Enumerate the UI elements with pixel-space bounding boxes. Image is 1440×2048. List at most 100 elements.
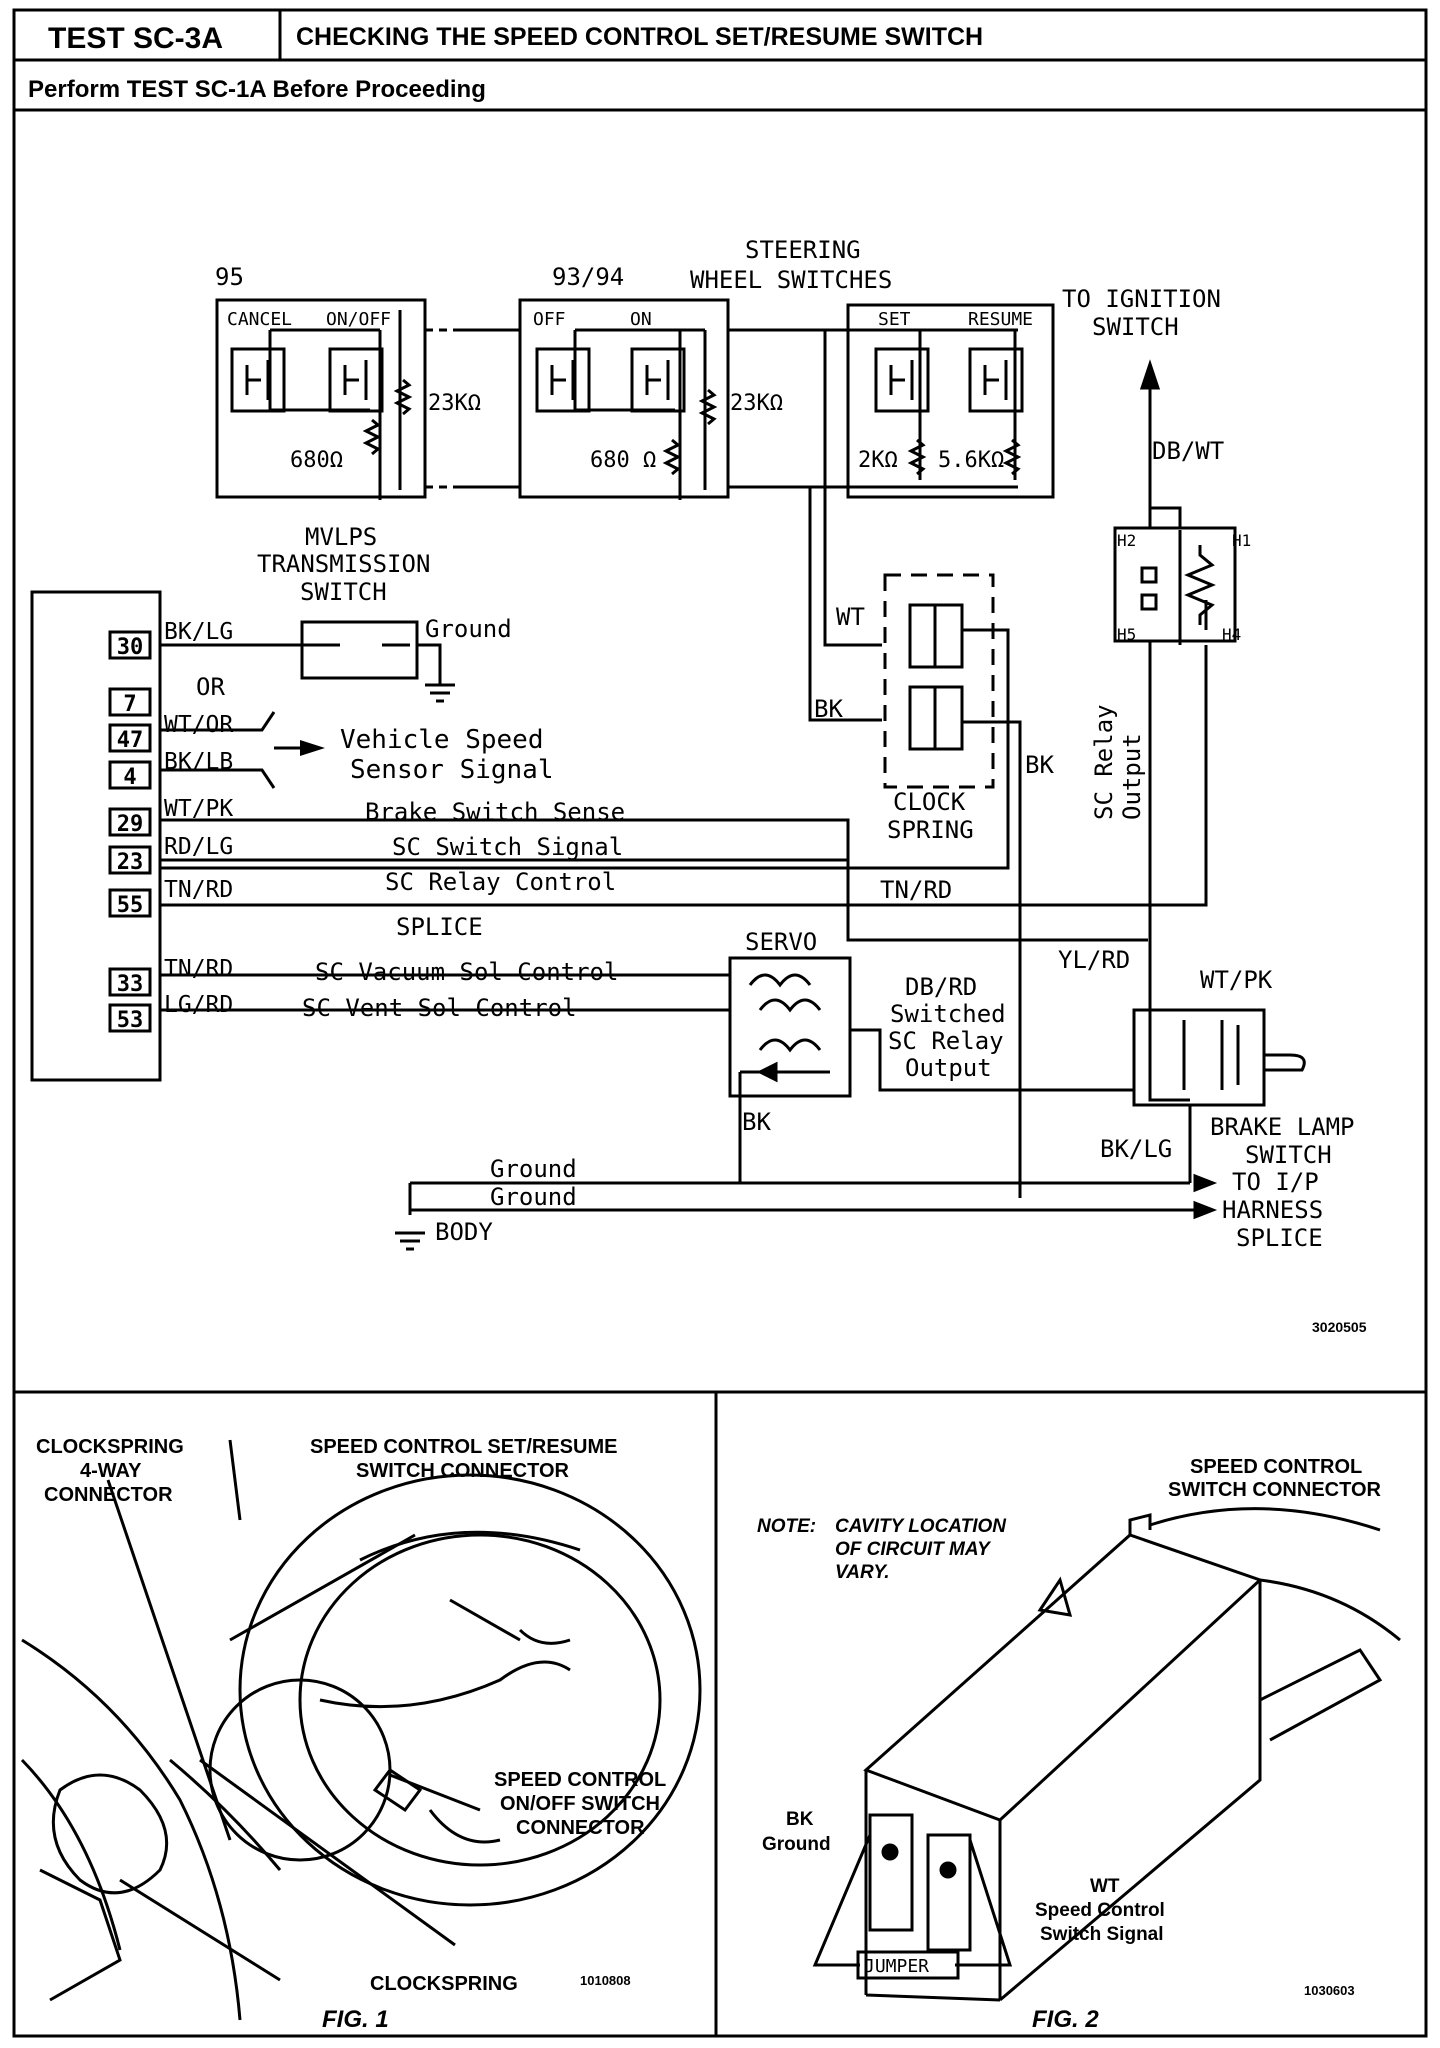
harness-label-2: HARNESS xyxy=(1222,1196,1323,1224)
relay-h2: H2 xyxy=(1117,531,1136,550)
pin-number: 4 xyxy=(123,765,136,790)
sw95-680-label: 680Ω xyxy=(290,448,343,473)
brake-lamp-label-2: SWITCH xyxy=(1245,1141,1332,1169)
connector-pins: 30BK/LG747WT/OR4BK/LB29WT/PK23RD/LG55TN/… xyxy=(108,619,233,1033)
or-label: OR xyxy=(196,673,225,701)
clock-bk-right-label: BK xyxy=(1025,751,1054,779)
fig2-wt-2: Speed Control xyxy=(1035,1900,1165,1921)
ground-2-label: Ground xyxy=(490,1183,577,1211)
pin-number: 53 xyxy=(117,1008,144,1033)
vacuum-label: SC Vacuum Sol Control xyxy=(315,958,618,986)
diagram-labels: 95 CANCEL ON/OFF 680Ω 23KΩ 93/94 OFF ON … xyxy=(196,236,1367,1335)
resume-label: RESUME xyxy=(968,309,1033,330)
vss-label-2: Sensor Signal xyxy=(350,755,554,785)
pin-box xyxy=(108,760,152,790)
sw9394-on-label: ON xyxy=(630,309,652,330)
test-title: CHECKING THE SPEED CONTROL SET/RESUME SW… xyxy=(296,23,983,51)
test-id: TEST SC-3A xyxy=(48,22,223,55)
fig1: CLOCKSPRING 4-WAY CONNECTOR SPEED CONTRO… xyxy=(20,1436,702,2033)
fig2-ref: 1030603 xyxy=(1304,1983,1355,1998)
sw95-23k-label: 23KΩ xyxy=(428,391,481,416)
fig2-conn-2: SWITCH CONNECTOR xyxy=(1168,1479,1382,1501)
pin-number: 30 xyxy=(117,635,144,660)
relay-h4: H4 xyxy=(1222,625,1241,644)
sw95-cancel-label: CANCEL xyxy=(227,309,292,330)
relay-h1: H1 xyxy=(1232,531,1251,550)
body-label: BODY xyxy=(435,1218,493,1246)
fig2-caption: FIG. 2 xyxy=(1032,2006,1099,2033)
pin-wire-color: LG/RD xyxy=(164,992,233,1018)
fig1-onoff-3: CONNECTOR xyxy=(516,1817,645,1839)
fig2-wt-1: WT xyxy=(1090,1876,1120,1897)
fig2: SPEED CONTROL SWITCH CONNECTOR 1030603 N… xyxy=(757,1456,1401,2033)
mvlps-label-1: MVLPS xyxy=(305,523,377,551)
fig1-clockspring-conn-2: 4-WAY xyxy=(80,1460,142,1482)
pin-box xyxy=(108,807,152,837)
fig1-clockspring-conn-3: CONNECTOR xyxy=(44,1484,173,1506)
header xyxy=(12,8,1428,2038)
mvlps-ground-label: Ground xyxy=(425,615,512,643)
db-rd-label-1: DB/RD xyxy=(905,973,977,1001)
pin-number: 29 xyxy=(117,812,144,837)
sw95-label: 95 xyxy=(215,263,244,291)
db-rd-label-2: Switched xyxy=(890,1000,1006,1028)
fig2-note-2: OF CIRCUIT MAY xyxy=(835,1539,992,1560)
ignition-label-1: TO IGNITION xyxy=(1062,285,1221,313)
mvlps-label-3: SWITCH xyxy=(300,578,387,606)
fig2-note-label: NOTE: xyxy=(757,1516,816,1537)
mvlps-label-2: TRANSMISSION xyxy=(257,550,430,578)
fig2-note-1: CAVITY LOCATION xyxy=(835,1516,1007,1537)
brake-sense-label: Brake Switch Sense xyxy=(365,798,625,826)
sw95-onoff-label: ON/OFF xyxy=(326,309,391,330)
fig1-onoff-1: SPEED CONTROL xyxy=(494,1769,666,1791)
sc-relay-control-label: SC Relay Control xyxy=(385,868,616,896)
pin-box xyxy=(108,723,152,753)
bk-lg-brake-label: BK/LG xyxy=(1100,1135,1172,1163)
sw9394-off-label: OFF xyxy=(533,309,566,330)
fig2-note-3: VARY. xyxy=(835,1562,890,1583)
pin-box xyxy=(108,630,152,660)
mvlps-switch-box xyxy=(300,620,419,680)
pin-wire-color: BK/LB xyxy=(164,749,233,775)
pin-wire-color: WT/OR xyxy=(164,712,233,738)
wt-pk-label: WT/PK xyxy=(1200,966,1273,994)
pin-wire-color: RD/LG xyxy=(164,834,233,860)
pin-number: 33 xyxy=(117,972,144,997)
clock-spring-label-2: SPRING xyxy=(887,816,974,844)
sw9394-label: 93/94 xyxy=(552,263,624,291)
vent-label: SC Vent Sol Control xyxy=(302,994,577,1022)
clock-spring-box xyxy=(883,573,995,789)
fig1-setres-1: SPEED CONTROL SET/RESUME xyxy=(310,1436,617,1458)
pin-number: 23 xyxy=(117,850,144,875)
sc-relay-box xyxy=(1113,526,1237,643)
fig1-illustration xyxy=(20,1439,702,2021)
sc-switch-label: SC Switch Signal xyxy=(392,833,623,861)
pcm-connector xyxy=(30,590,162,1082)
harness-label-1: TO I/P xyxy=(1232,1168,1319,1196)
switch-95-box xyxy=(215,298,427,499)
ground-1-label: Ground xyxy=(490,1155,577,1183)
pin-box xyxy=(108,967,152,997)
pin-box xyxy=(108,845,152,875)
steering-label-1: STEERING xyxy=(745,236,861,264)
pin-box xyxy=(108,687,152,717)
fig2-bk-2: Ground xyxy=(762,1834,831,1855)
pin-wire-color: WT/PK xyxy=(164,796,233,822)
fig1-clockspring: CLOCKSPRING xyxy=(370,1973,518,1995)
servo-label: SERVO xyxy=(745,928,817,956)
fig2-conn-1: SPEED CONTROL xyxy=(1190,1456,1362,1478)
fig2-bk-1: BK xyxy=(786,1809,814,1830)
fig1-ref: 1010808 xyxy=(580,1973,631,1988)
pin-number: 7 xyxy=(123,692,136,717)
pin-box xyxy=(108,1003,152,1033)
servo-box xyxy=(728,956,852,1098)
fig2-wt-3: Switch Signal xyxy=(1040,1924,1164,1945)
steering-56k-label: 5.6KΩ xyxy=(938,448,1004,473)
harness-label-3: SPLICE xyxy=(1236,1224,1323,1252)
fig1-onoff-2: ON/OFF SWITCH xyxy=(500,1793,660,1815)
sc-relay-output-2: Output xyxy=(1118,733,1146,820)
fig1-caption: FIG. 1 xyxy=(322,2006,389,2033)
test-subtitle: Perform TEST SC-1A Before Proceeding xyxy=(28,76,486,103)
